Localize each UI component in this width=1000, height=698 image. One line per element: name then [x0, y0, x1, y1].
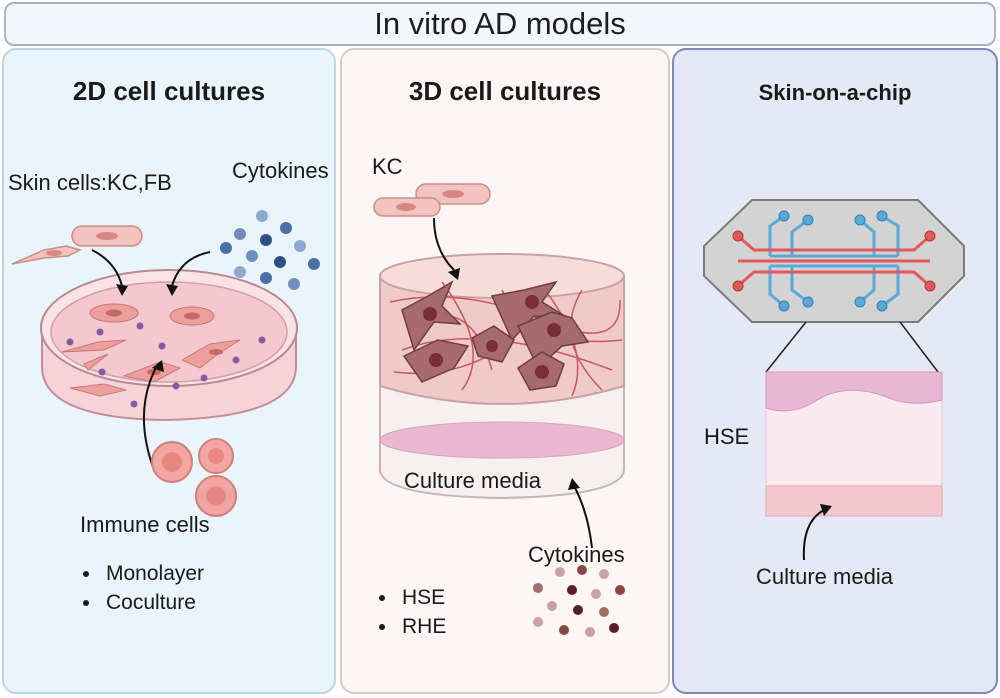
zoom-lines [765, 321, 939, 373]
main-title-bar: In vitro AD models [4, 2, 996, 46]
hse-label: HSE [704, 424, 750, 449]
kc-label: KC [372, 154, 403, 179]
main-title: In vitro AD models [374, 6, 626, 41]
bullet-item: Coculture [102, 591, 204, 615]
bullet-list-3d: HSE RHE [372, 586, 446, 644]
kc-cells [373, 183, 491, 217]
panel-chip-title: Skin-on-a-chip [758, 80, 912, 105]
bullet-item: Monolayer [102, 562, 204, 586]
chip-illustration [703, 199, 965, 561]
bullet-item: RHE [398, 615, 446, 639]
arrows-3d [433, 217, 593, 549]
immune-cells [151, 438, 237, 517]
cytokine-dots-blue [220, 210, 320, 290]
petri-dish-illustration [11, 210, 320, 517]
cytokine-dots-brown [533, 565, 625, 637]
petri-dish [40, 269, 298, 422]
skin-cells-label: Skin cells:KC,FB [8, 170, 172, 195]
microfluidic-chip [703, 199, 965, 323]
culture-media-label-chip: Culture media [756, 564, 893, 589]
3d-culture-illustration [373, 183, 625, 637]
floating-skin-cells [11, 225, 143, 265]
cytokines-label-2d: Cytokines [232, 158, 329, 183]
panel-2d-cell-cultures: 2D cell cultures [2, 48, 336, 694]
cytokines-label-3d: Cytokines [528, 542, 625, 567]
culture-media-label-3d: Culture media [404, 468, 541, 493]
bullet-item: HSE [398, 586, 446, 610]
panel-2d-title: 2D cell cultures [72, 76, 266, 106]
panel-3d-title: 3D cell cultures [408, 76, 602, 106]
immune-cells-label: Immune cells [80, 512, 210, 537]
arrow-chip [802, 504, 832, 561]
bullet-list-2d: Monolayer Coculture [76, 562, 204, 620]
panel-skin-on-a-chip: Skin-on-a-chip [672, 48, 998, 694]
arrows-2d [91, 249, 211, 471]
panel-3d-cell-cultures: 3D cell cultures [340, 48, 670, 694]
hse-cross-section [765, 371, 943, 517]
